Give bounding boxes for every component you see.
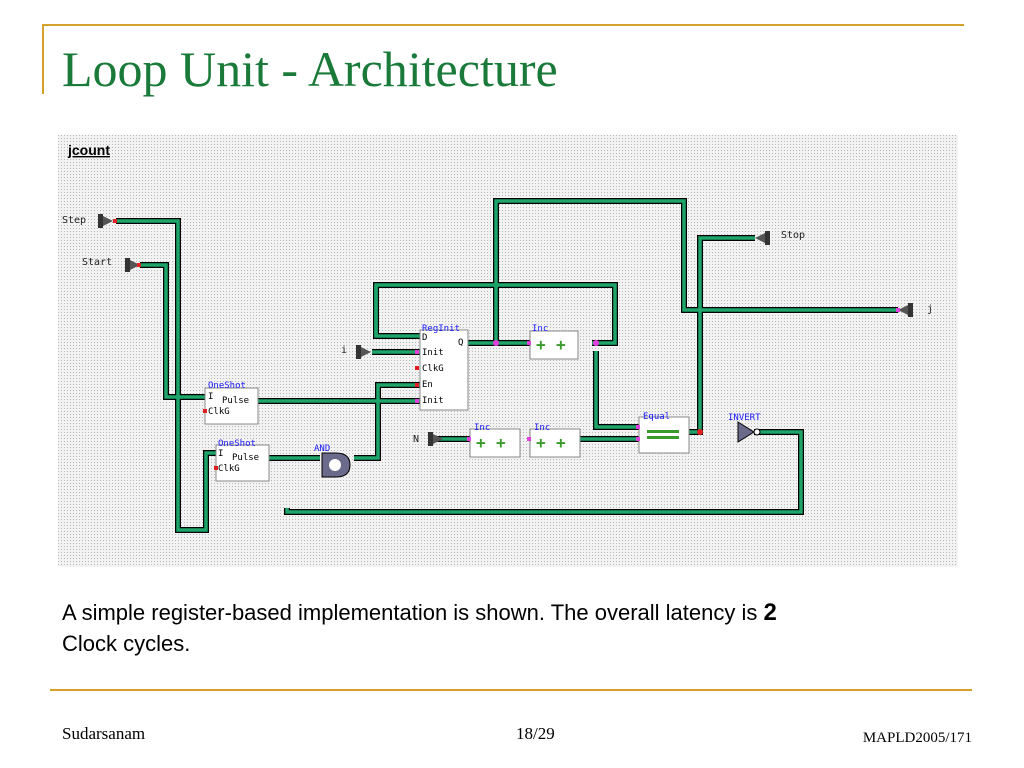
svg-text:OneShot: OneShot xyxy=(208,381,246,391)
footer-event: MAPLD2005/171 xyxy=(862,730,972,746)
bottom-rule xyxy=(50,689,972,691)
plus-icon: + xyxy=(496,433,506,452)
connection-markers xyxy=(113,219,900,470)
wires xyxy=(116,198,898,533)
slide-title: Loop Unit - Architecture xyxy=(62,41,558,97)
svg-text:ClkG: ClkG xyxy=(218,464,240,474)
svg-text:OneShot: OneShot xyxy=(218,439,256,449)
plus-icon: + xyxy=(476,433,486,452)
svg-text:Init: Init xyxy=(422,396,444,406)
svg-text:Inc: Inc xyxy=(534,423,550,433)
svg-text:RegInit: RegInit xyxy=(422,324,460,334)
svg-text:Inc: Inc xyxy=(532,324,548,334)
svg-text:INVERT: INVERT xyxy=(728,413,761,423)
svg-text:ClkG: ClkG xyxy=(208,407,230,417)
svg-text:Start: Start xyxy=(82,257,112,268)
inc-block-2[interactable]: Inc + + xyxy=(469,423,521,458)
port-i[interactable]: i xyxy=(341,345,371,359)
svg-text:Stop: Stop xyxy=(781,230,805,241)
svg-text:Equal: Equal xyxy=(643,412,670,422)
oneshot-block-1[interactable]: OneShot I Pulse ClkG xyxy=(204,381,259,425)
caption-tail: Clock cycles. xyxy=(62,631,191,656)
svg-text:AND: AND xyxy=(314,444,330,454)
equal-block[interactable]: Equal xyxy=(638,412,690,454)
svg-text:D: D xyxy=(422,333,427,343)
footer-author: Sudarsanam xyxy=(62,724,146,743)
inc-block-1[interactable]: Inc + + xyxy=(529,324,579,360)
svg-text:N: N xyxy=(413,434,419,445)
svg-text:Q: Q xyxy=(458,338,463,348)
schematic-diagram: jcount xyxy=(58,135,958,567)
oneshot-block-2[interactable]: OneShot I Pulse ClkG xyxy=(215,439,270,482)
caption-latency-value: 2 xyxy=(763,599,777,626)
svg-text:Pulse: Pulse xyxy=(232,453,259,463)
svg-text:Pulse: Pulse xyxy=(222,396,249,406)
top-rule xyxy=(42,24,964,26)
port-n[interactable]: N xyxy=(413,432,443,446)
footer-page-number: 18/29 xyxy=(516,724,555,743)
plus-icon: + xyxy=(556,433,566,452)
svg-text:i: i xyxy=(341,345,347,356)
svg-text:ClkG: ClkG xyxy=(422,364,444,374)
svg-text:I: I xyxy=(208,392,213,402)
svg-text:Step: Step xyxy=(62,215,86,226)
diagram-name: jcount xyxy=(67,142,110,158)
port-step[interactable]: Step xyxy=(62,214,113,228)
slide-caption: A simple register-based implementation i… xyxy=(62,597,962,659)
port-stop[interactable]: Stop xyxy=(755,230,805,245)
svg-text:En: En xyxy=(422,380,433,390)
invert-gate[interactable]: INVERT xyxy=(728,413,761,443)
svg-text:I: I xyxy=(218,449,223,459)
and-gate[interactable]: AND xyxy=(314,444,351,478)
plus-icon: + xyxy=(536,335,546,354)
svg-text:j: j xyxy=(927,304,933,315)
plus-icon: + xyxy=(556,335,566,354)
reginit-block[interactable]: RegInit D Init ClkG En Init Q xyxy=(419,324,469,411)
plus-icon: + xyxy=(536,433,546,452)
inc-block-3[interactable]: Inc + + xyxy=(529,423,581,458)
svg-text:Init: Init xyxy=(422,348,444,358)
left-rule xyxy=(42,24,44,94)
svg-text:Inc: Inc xyxy=(474,423,490,433)
port-j[interactable]: j xyxy=(898,303,933,317)
caption-text: A simple register-based implementation i… xyxy=(62,600,764,625)
port-start[interactable]: Start xyxy=(82,257,140,272)
